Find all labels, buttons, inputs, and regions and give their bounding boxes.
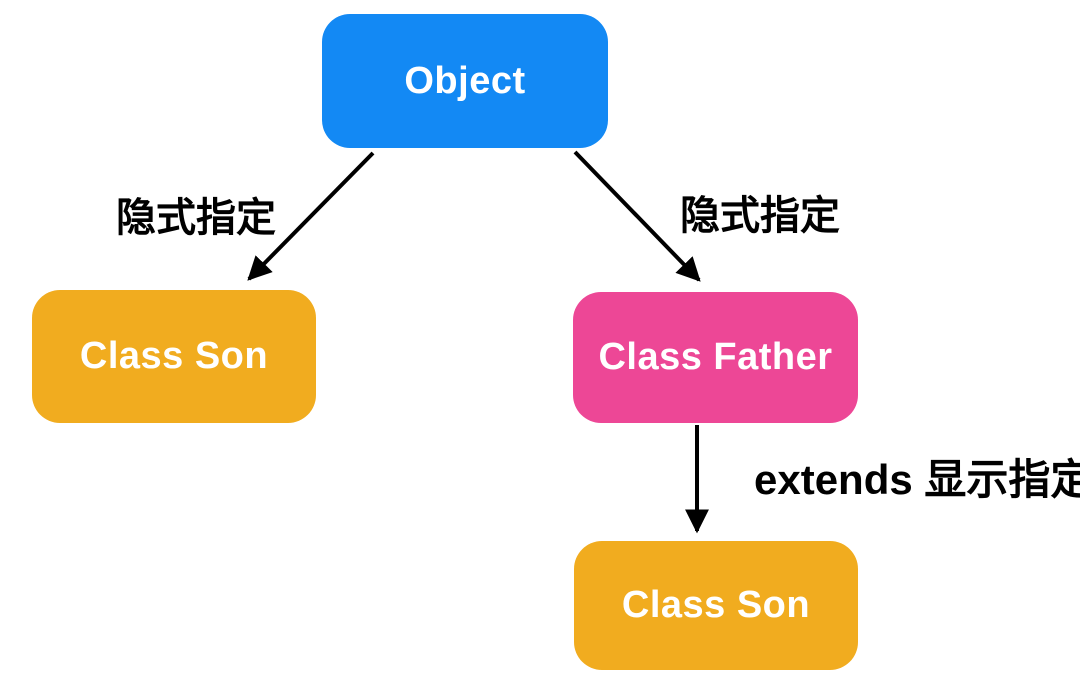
node-object: Object — [322, 14, 608, 148]
node-class-son-left-label: Class Son — [79, 335, 269, 377]
edge-label-implicit-right: 隐式指定 — [680, 194, 840, 238]
edge-label-extends: extends 显示指定 — [754, 456, 1080, 503]
node-class-father: Class Father — [573, 292, 858, 423]
node-class-son-bottom-label: Class Son — [621, 584, 811, 626]
node-class-son-left: Class Son — [32, 290, 316, 423]
edge-label-implicit-left: 隐式指定 — [116, 196, 276, 240]
node-class-father-label: Class Father — [598, 336, 833, 378]
node-object-label: Object — [404, 59, 526, 102]
node-class-son-bottom: Class Son — [574, 541, 858, 670]
